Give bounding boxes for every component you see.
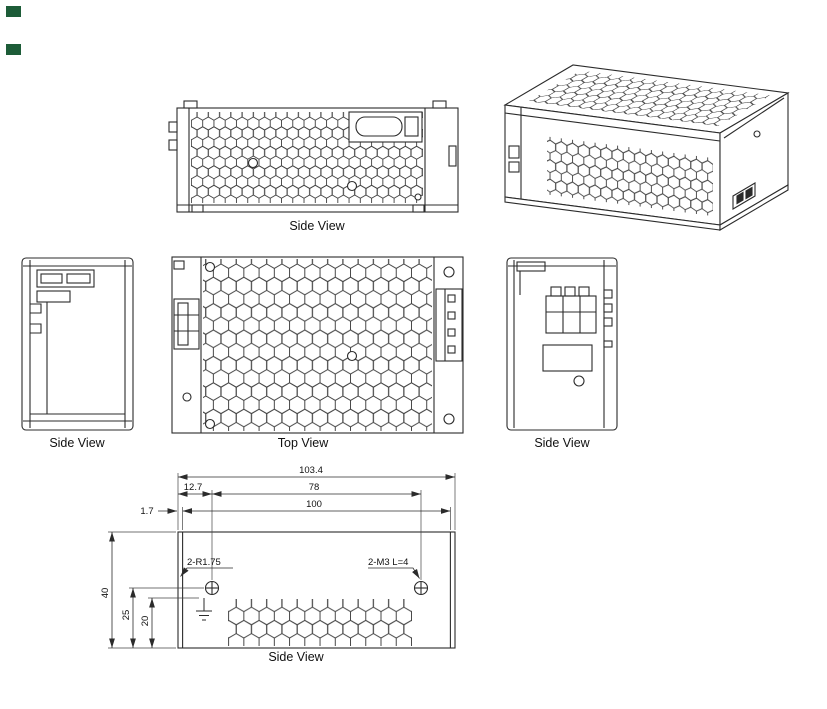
dimension-labels: 103.4 12.7 78 1.7 100 40 25 20 2-R1.75 2… (100, 465, 408, 626)
extension-lines (108, 473, 456, 649)
screw-hole (182, 392, 192, 402)
pin (603, 289, 613, 299)
pin (447, 311, 456, 320)
top-view-label: Top View (278, 436, 329, 450)
margin-marker-1 (6, 6, 21, 17)
dim-overall-width: 103.4 (299, 465, 323, 476)
note-mounting-hole: 2-M3 L=4 (368, 557, 408, 568)
side-ear (168, 139, 178, 151)
side-ear (168, 121, 178, 133)
bottom-side-view-label: Side View (268, 650, 324, 664)
top-bracket (516, 261, 546, 272)
terminal-pin (745, 186, 753, 200)
corner-tab (173, 260, 185, 270)
iso-top-vents (528, 70, 771, 127)
screw-hole (346, 350, 358, 362)
pin (447, 328, 456, 337)
screw-hole (753, 130, 761, 138)
vent-pattern-bottom (228, 599, 412, 646)
view-side-left (21, 257, 134, 431)
top-tab (183, 100, 198, 109)
screw-hole (443, 413, 455, 425)
vent-pattern (203, 259, 432, 431)
pin (603, 303, 613, 313)
mounting-screw-left (204, 580, 220, 596)
right-face-edge (723, 97, 785, 139)
label-plate (542, 344, 593, 372)
screw-hole (346, 180, 358, 192)
dim-rail-span: 100 (306, 499, 322, 510)
inlet-key (404, 116, 419, 137)
terminal-block (545, 286, 597, 334)
terminal-pin (736, 191, 744, 205)
screw-hole (204, 418, 216, 430)
ac-inlet-connector (348, 111, 423, 143)
iso-details (504, 97, 789, 231)
ground-symbol (196, 598, 212, 621)
right-side-view-label: Side View (534, 436, 590, 450)
dim-hole-offset: 12.7 (184, 482, 203, 493)
enclosure-end (506, 257, 618, 431)
leader-mounting-hole (368, 567, 420, 579)
iso-front-vents (547, 136, 713, 217)
view-isometric (503, 64, 790, 231)
cap-slot (448, 145, 457, 167)
output-terminal (435, 288, 463, 362)
view-side-bottom (177, 531, 456, 649)
front-bracket (508, 161, 520, 173)
dim-rail-offset: 1.7 (140, 506, 153, 517)
input-connector (36, 269, 95, 303)
foot-tab (412, 204, 425, 213)
top-tab (432, 100, 447, 109)
top-side-view-label: Side View (289, 219, 345, 233)
dimension-lines (108, 473, 456, 649)
screw-hole (414, 193, 422, 201)
pin (447, 294, 456, 303)
foot-tab (191, 204, 204, 213)
pin (603, 340, 613, 348)
dim-overall-depth: 40 (100, 588, 111, 599)
screw-hole (443, 266, 455, 278)
view-side-right (506, 257, 618, 431)
note-corner-radius: 2-R1.75 (187, 557, 221, 568)
bottom-flange-right (719, 184, 789, 231)
pin (447, 345, 456, 354)
input-terminal (173, 298, 200, 350)
front-flange-line (504, 112, 721, 142)
screw-hole (204, 261, 216, 273)
left-side-view-label: Side View (49, 436, 105, 450)
screw-hole (247, 157, 259, 169)
margin-marker-2 (6, 44, 21, 55)
pin (603, 317, 613, 327)
dim-hole-from-bottom: 25 (121, 610, 132, 621)
hook-tabs (30, 303, 42, 334)
mounting-screw-right (413, 580, 429, 596)
view-side-top (168, 100, 459, 213)
view-top (171, 256, 464, 434)
adjust-pot (573, 375, 585, 387)
inlet-slot (355, 116, 403, 137)
front-bracket (508, 145, 520, 159)
enclosure-end (21, 257, 134, 431)
dim-hole-spacing: 78 (309, 482, 320, 493)
dim-vent-from-bottom: 20 (140, 616, 151, 627)
leader-corner-radius (180, 567, 233, 577)
